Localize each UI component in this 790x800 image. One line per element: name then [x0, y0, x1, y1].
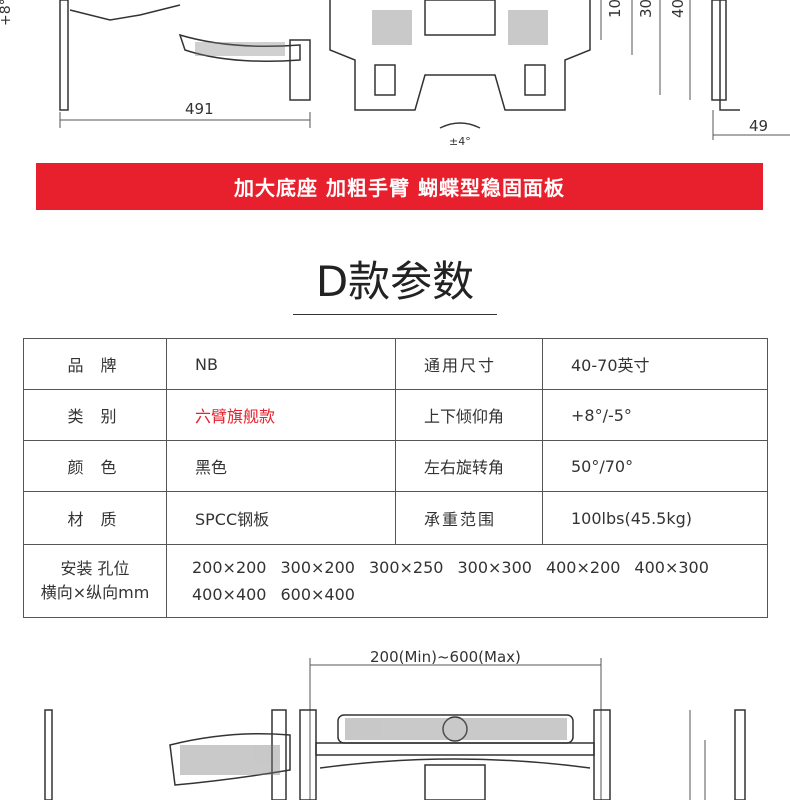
cross-bar-shape [315, 742, 595, 756]
spec-label: 品 牌 [23, 338, 167, 390]
arm-lower-left-shape [178, 33, 301, 62]
bottom-technical-drawing: 200(Min)~600(Max) [44, 648, 746, 800]
rail-right-shape [593, 709, 611, 800]
hole-pattern: 200×200 [192, 558, 267, 577]
dim-vertical-label-3: 400 [669, 0, 687, 18]
table-row: 颜 色 黑色 左右旋转角 50°/70° [23, 440, 768, 492]
wall-plate-left-shape [44, 709, 53, 800]
spec-value: NB [166, 338, 396, 390]
center-bracket-shape [424, 0, 496, 36]
spec-label: 左右旋转角 [395, 440, 543, 492]
dim-left-angle-label: +8° [0, 0, 14, 26]
rail-left-shape [299, 709, 317, 800]
profile-bracket-shape [719, 0, 740, 111]
arm-joint-left-shape [289, 39, 311, 101]
slot-shapes [374, 64, 546, 96]
hole-pattern: 300×250 [368, 558, 444, 577]
spec-value: 黑色 [166, 440, 396, 492]
arm-upper-left-shape [69, 4, 181, 21]
spec-value: +8°/-5° [542, 389, 768, 441]
wall-plate-left-shape [59, 0, 69, 111]
dim-vertical-label-1: 100 [606, 0, 624, 18]
spec-label-holes: 安装 孔位 横向×纵向mm [23, 544, 167, 618]
spec-value: 50°/70° [542, 440, 768, 492]
spec-label: 类 别 [23, 389, 167, 441]
center-panel-shape [329, 0, 591, 111]
hole-pattern: 400×200 [545, 558, 621, 577]
spec-label: 上下倾仰角 [395, 389, 543, 441]
feature-banner-text: 加大底座 加粗手臂 蝴蝶型稳固面板 [234, 176, 565, 200]
center-knob-shape [442, 716, 468, 742]
dim-tilt-label: ±4° [449, 135, 471, 148]
table-row: 安装 孔位 横向×纵向mm 200×200 300×200 300×250 300×3… [23, 544, 768, 618]
table-row: 材 质 SPCC钢板 承重范围 100lbs(45.5kg) [23, 491, 768, 545]
dim-right-label: 49 [749, 117, 768, 135]
profile-right-shape [711, 0, 727, 101]
dim-width-label: 491 [185, 100, 214, 118]
holes-label-line1: 安装 孔位 [60, 559, 130, 578]
spec-value: 100lbs(45.5kg) [542, 491, 768, 545]
center-post-shape [424, 764, 486, 800]
hole-pattern: 400×400 [192, 585, 267, 604]
top-technical-drawing: 491 ±4° 49 +8° 100 300 400 [0, 0, 790, 148]
tilt-arc-shape [439, 122, 481, 129]
spec-label: 通用尺寸 [395, 338, 543, 390]
hole-pattern: 600×400 [280, 585, 355, 604]
arm-left-shape [169, 733, 291, 786]
spec-label: 颜 色 [23, 440, 167, 492]
table-row: 品 牌 NB 通用尺寸 40-70英寸 [23, 338, 768, 390]
spec-label: 承重范围 [395, 491, 543, 545]
lower-arc-shape [319, 758, 591, 769]
arm-joint-left-shape [271, 709, 287, 800]
hole-pattern: 300×300 [457, 558, 532, 577]
spec-table: 品 牌 NB 通用尺寸 40-70英寸 类 别 六臂旗舰款 上下倾仰角 +8°/… [23, 338, 768, 618]
dim-width-label: 200(Min)~600(Max) [370, 648, 521, 666]
spec-value: SPCC钢板 [166, 491, 396, 545]
feature-banner: 加大底座 加粗手臂 蝴蝶型稳固面板 [36, 163, 763, 210]
spec-label: 材 质 [23, 491, 167, 545]
holes-label-line2: 横向×纵向mm [40, 583, 150, 602]
section-title: D款参数 [315, 257, 475, 306]
profile-right-shape [734, 709, 746, 800]
table-row: 类 别 六臂旗舰款 上下倾仰角 +8°/-5° [23, 389, 768, 441]
title-underline [293, 314, 497, 315]
hole-pattern: 300×200 [280, 558, 355, 577]
dim-vertical-label-2: 300 [637, 0, 655, 18]
spec-value: 40-70英寸 [542, 338, 768, 390]
hole-pattern: 400×300 [634, 558, 709, 577]
holes-values: 200×200 300×200 300×250 300×300 400×200 400×3… [166, 544, 768, 618]
spec-value-highlight: 六臂旗舰款 [166, 389, 396, 441]
